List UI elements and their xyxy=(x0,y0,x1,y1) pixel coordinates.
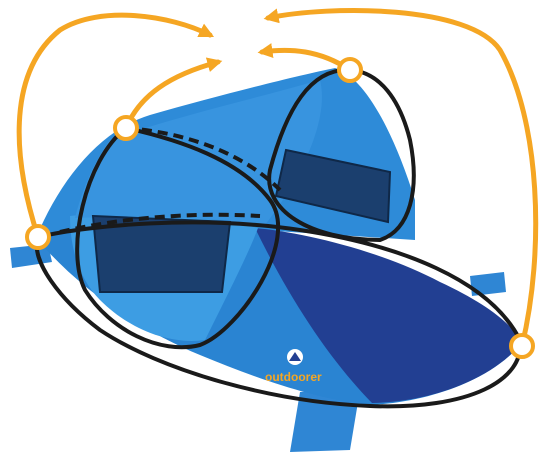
brand-name: outdoorer xyxy=(265,370,322,384)
connector-right xyxy=(511,335,533,357)
connector-left xyxy=(27,226,49,248)
connector-mid-left xyxy=(115,117,137,139)
arrow-right-inner xyxy=(262,50,350,70)
connector-top xyxy=(339,59,361,81)
